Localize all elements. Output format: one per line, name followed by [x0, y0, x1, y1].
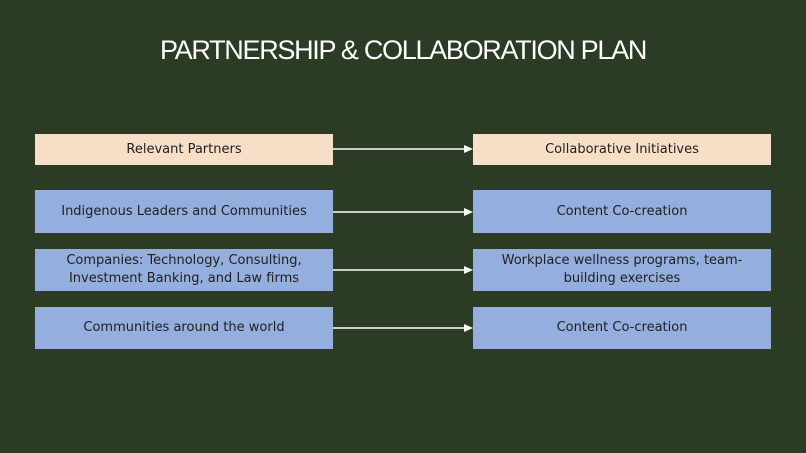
partner-box-3: Communities around the world: [35, 307, 333, 349]
partner-label-3: Communities around the world: [83, 320, 285, 335]
partner-box-1: Indigenous Leaders and Communities: [35, 190, 333, 233]
row-arrow-1: [333, 208, 473, 216]
header-arrow: [333, 145, 473, 153]
initiative-box-1: Content Co-creation: [473, 190, 771, 233]
header-relevant-partners: Relevant Partners: [35, 134, 333, 165]
partner-label-1: Indigenous Leaders and Communities: [61, 203, 307, 219]
partner-label-2: Companies: Technology, Consulting, Inves…: [66, 253, 302, 286]
header-relevant-partners-label: Relevant Partners: [126, 141, 242, 157]
partner-box-2: Companies: Technology, Consulting, Inves…: [35, 249, 333, 291]
initiative-label-3: Content Co-creation: [556, 320, 688, 335]
page-title: PARTNERSHIP & COLLABORATION PLAN: [159, 35, 647, 65]
row-arrow-3: [333, 324, 473, 332]
initiative-box-3: Content Co-creation: [473, 307, 771, 349]
header-collaborative-initiatives-label: Collaborative Initiatives: [545, 141, 699, 157]
initiative-box-2: Workplace wellness programs, team-buildi…: [473, 249, 771, 291]
initiative-label-2: Workplace wellness programs, team-buildi…: [501, 253, 743, 286]
initiative-label-1: Content Co-creation: [556, 203, 688, 219]
row-arrow-2: [333, 266, 473, 274]
header-collaborative-initiatives: Collaborative Initiatives: [473, 134, 771, 165]
